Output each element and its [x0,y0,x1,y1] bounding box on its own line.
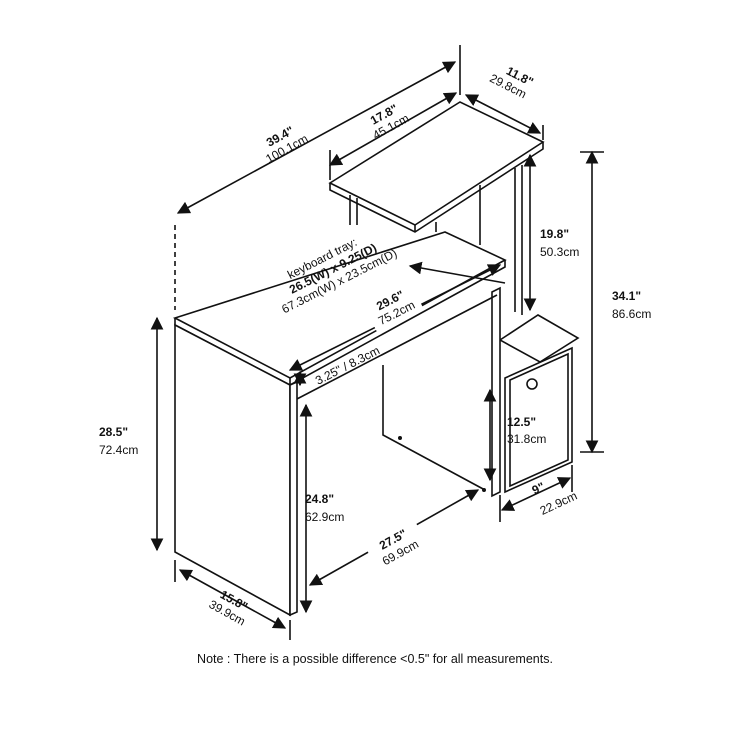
overall-height-in: 34.1" [612,289,641,303]
front-edge [289,380,298,617]
cabinet-height-cm: 31.8cm [507,432,546,446]
back-panel [382,365,486,491]
shelf-clearance-in: 19.8" [540,227,569,241]
measurement-note: Note : There is a possible difference <0… [197,652,553,666]
cabinet-knob [526,378,538,390]
overall-height-cm: 86.6cm [612,307,651,321]
side-shelf [498,314,580,363]
knee-height-cm: 62.9cm [305,510,344,524]
cabinet-height-in: 12.5" [507,415,536,429]
side-cabinet [504,346,573,494]
desk-height-cm: 72.4cm [99,443,138,457]
right-panel [491,286,501,498]
shelf-clearance-cm: 50.3cm [540,245,579,259]
desk-height-in: 28.5" [99,425,128,439]
knee-height-in: 24.8" [305,492,334,506]
cabinet-width-in: 9" [530,479,547,497]
